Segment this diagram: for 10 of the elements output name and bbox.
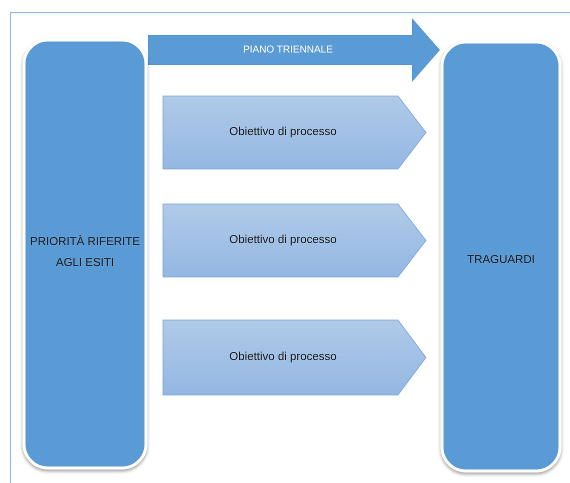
- node-label: Obiettivo di processo: [229, 350, 337, 366]
- chevron-shape: [163, 204, 426, 277]
- node-label: Obiettivo di processo: [229, 125, 337, 140]
- edge-label: PIANO TRIENNALE: [243, 44, 333, 56]
- chevron-shape: [163, 320, 426, 395]
- chevron-shape: [163, 96, 426, 169]
- block-arrow: [148, 18, 440, 82]
- node-label: Obiettivo di processo: [229, 233, 337, 248]
- node-label: TRAGUARDI: [467, 252, 535, 268]
- node-label: PRIORITÀ RIFERITE AGLI ESITI: [30, 234, 140, 271]
